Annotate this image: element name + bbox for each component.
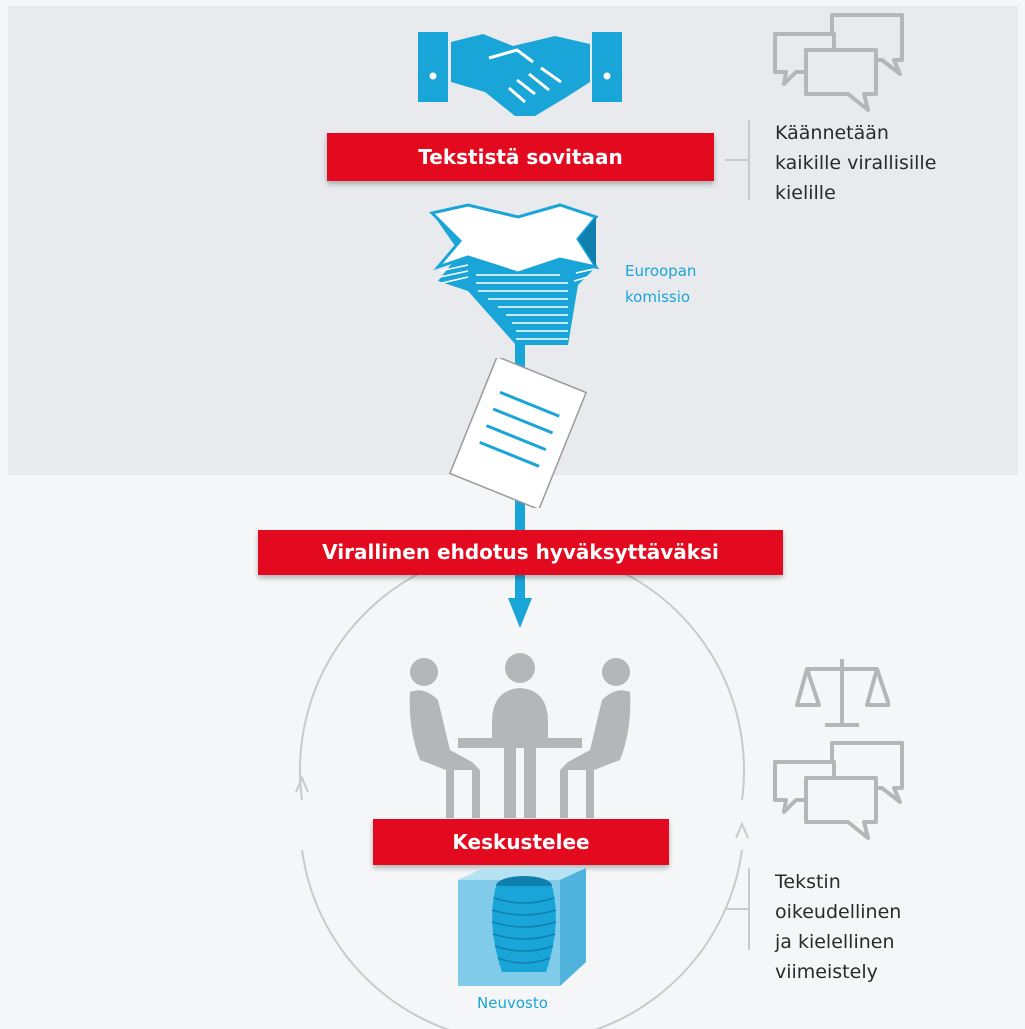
commission-label: Euroopan komissio [625, 258, 696, 310]
handshake-icon [418, 32, 622, 116]
agreement-banner: Tekstistä sovitaan [327, 133, 714, 181]
finalisation-note: Tekstin oikeudellinen ja kielellinen vii… [775, 867, 901, 987]
meeting-table-icon [409, 653, 631, 818]
discussion-banner: Keskustelee [373, 819, 669, 865]
commission-building-icon [429, 203, 600, 345]
commission-label-line: Euroopan [625, 262, 697, 280]
finalisation-note-line: oikeudellinen [775, 901, 902, 923]
document-icon [448, 358, 588, 508]
translation-note: Käännetään kaikille virallisille kielill… [775, 118, 936, 208]
finalisation-note-line: viimeistely [775, 961, 878, 983]
finalisation-note-line: ja kielellinen [775, 931, 895, 953]
translation-note-line: kielille [775, 182, 836, 204]
finalisation-note-line: Tekstin [775, 871, 841, 893]
translation-note-line: Käännetään [775, 122, 889, 144]
proposal-banner: Virallinen ehdotus hyväksyttäväksi [258, 530, 783, 575]
speech-bubbles-icon [773, 13, 904, 112]
commission-label-line: komissio [625, 288, 691, 306]
translation-note-line: kaikille virallisille [775, 152, 937, 174]
council-label: Neuvosto [477, 994, 548, 1012]
speech-bubbles-icon [773, 741, 904, 840]
scales-icon [795, 659, 890, 727]
council-building-icon [458, 868, 586, 986]
